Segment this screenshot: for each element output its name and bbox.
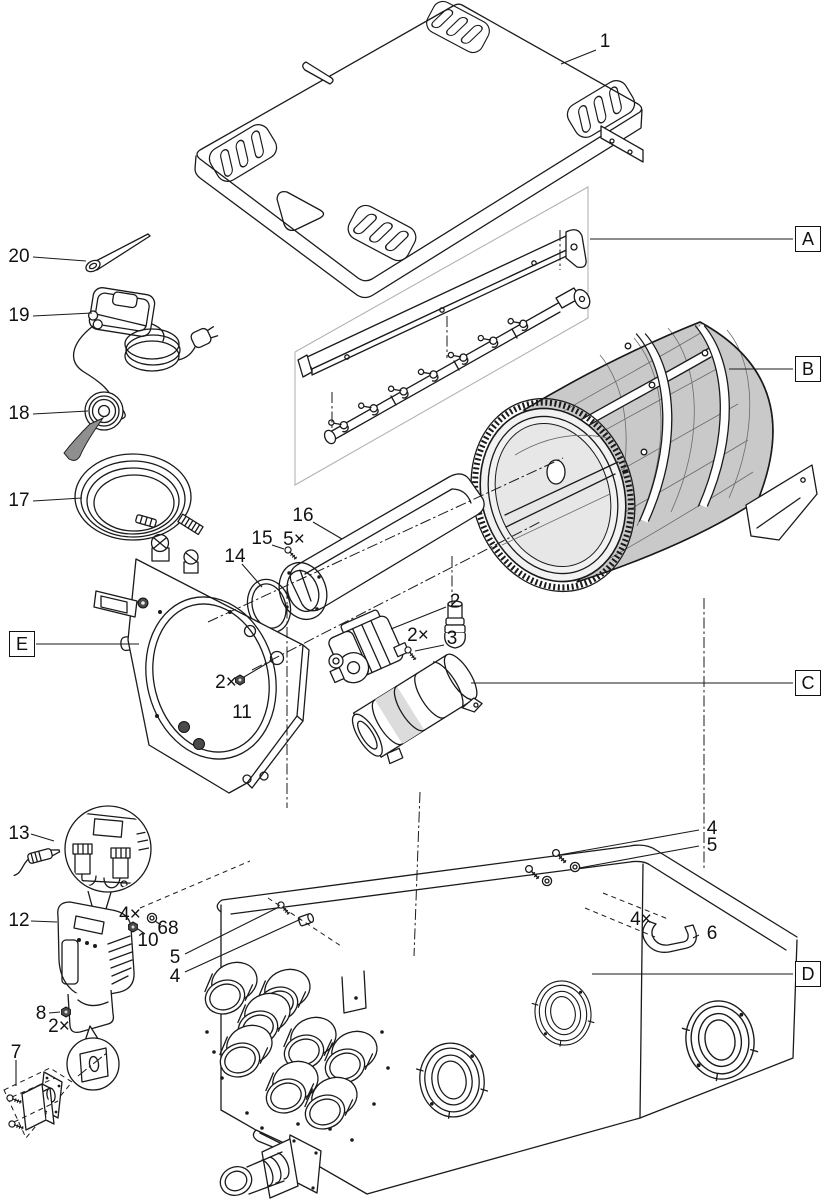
callout-part-8: 8 (35, 1003, 47, 1024)
drain-valve-part (219, 1129, 322, 1199)
leader-lines (15, 49, 793, 1086)
callout-part-16: 16 (292, 505, 314, 526)
callout-part-6: 6 (706, 923, 718, 944)
callout-qty-2x-nut: 2× (48, 1016, 70, 1037)
mains-plug-icon (190, 326, 219, 349)
plug-4-icon (297, 912, 315, 927)
tank-face-holes (205, 996, 390, 1142)
drive-motor-part (328, 609, 410, 684)
washer-5-icon (569, 861, 581, 873)
trough-part (278, 473, 485, 621)
callout-part-5-left: 5 (169, 947, 181, 968)
callout-part-4-right: 4 (706, 818, 718, 839)
cylinder-unit-part (351, 600, 483, 765)
callout-part-12: 12 (8, 910, 30, 931)
callout-part-19: 19 (8, 305, 30, 326)
handle-6-part (642, 920, 697, 953)
callout-part-14: 14 (224, 546, 246, 567)
spraybar-assembly (297, 229, 591, 445)
callout-part-5-right: 5 (706, 835, 718, 856)
spraybar-frame (294, 186, 589, 486)
callout-part-68: 68 (157, 918, 179, 939)
callout-qty-2x-motor: 2× (407, 625, 429, 646)
fitting-7-assembly (3, 1025, 120, 1139)
hose-part (74, 453, 204, 541)
tape-part (63, 391, 124, 461)
callout-qty-4x-unit: 4× (119, 904, 141, 925)
callout-part-4-left: 4 (169, 966, 181, 987)
section-box-c: C (795, 670, 821, 696)
callout-part-13: 13 (8, 823, 30, 844)
lid-part (194, 0, 644, 299)
screw-4-icon (550, 848, 569, 864)
callout-qty-4x-handle: 4× (630, 909, 652, 930)
callout-part-11: 11 (232, 702, 252, 723)
control-unit-part (57, 901, 135, 1034)
plug-13-part (13, 848, 61, 877)
section-box-a: A (795, 226, 821, 252)
callout-part-17: 17 (8, 490, 30, 511)
callout-part-1: 1 (599, 31, 611, 52)
callout-part-18: 18 (8, 403, 30, 424)
spike-part (85, 233, 151, 273)
callout-part-20: 20 (8, 246, 30, 267)
callout-part-3: 3 (446, 628, 458, 649)
breather-cap-icon (150, 533, 199, 574)
tank-part (196, 844, 798, 1199)
alignment-axes (11, 230, 705, 1123)
housing-panel-part (93, 533, 310, 794)
drum-part (470, 321, 818, 593)
section-box-d: D (795, 961, 821, 987)
section-box-e: E (9, 631, 35, 657)
callout-part-7: 7 (10, 1042, 22, 1063)
callout-qty-5x: 5× (283, 529, 305, 550)
elbow-fitting-icon (444, 600, 466, 649)
callout-part-2: 2 (449, 591, 461, 612)
callout-part-15: 15 (251, 528, 273, 549)
callout-part-10: 10 (137, 930, 159, 951)
nut-11-icon (235, 674, 245, 686)
callout-qty-2x-panel: 2× (215, 672, 237, 693)
section-box-b: B (795, 356, 821, 382)
